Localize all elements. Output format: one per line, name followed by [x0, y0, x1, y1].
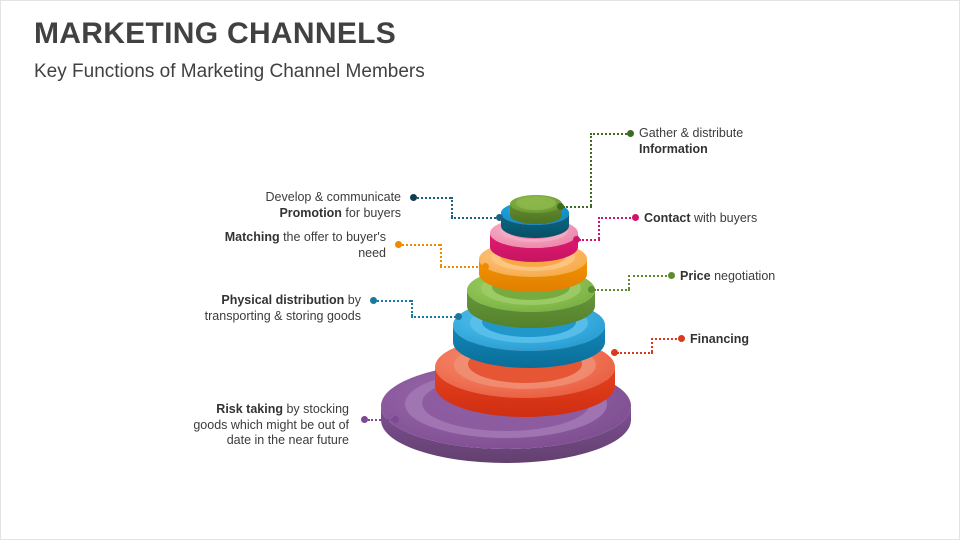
callout-matching-line2: need	[358, 245, 386, 260]
callout-physical-anchor-dot	[455, 313, 462, 320]
callout-matching-anchor-dot	[482, 263, 489, 270]
callout-promotion-bold: Promotion	[279, 205, 342, 220]
callout-information-line2: Information	[639, 141, 708, 156]
callout-information-label-dot	[627, 130, 634, 137]
page-title: MARKETING CHANNELS	[34, 17, 397, 50]
callout-price-line-bottom	[594, 289, 630, 291]
callout-financing-line-vert	[651, 338, 653, 352]
callout-information-line1: Gather & distribute	[639, 126, 744, 140]
callout-contact-label-dot	[632, 214, 639, 221]
callout-contact-line-bottom	[579, 239, 600, 241]
callout-physical-bold: Physical distribution	[221, 293, 345, 307]
callout-promotion-label-dot	[410, 194, 417, 201]
callout-matching-line-vert	[440, 244, 442, 266]
callout-risk-line2: goods which might be out of	[193, 417, 349, 432]
callout-promotion-line-vert	[451, 197, 453, 217]
callout-promotion-label: Develop & communicate Promotion for buye…	[216, 190, 401, 221]
callout-financing-line-top	[651, 338, 681, 340]
callout-risk-label-dot	[361, 416, 368, 423]
callout-financing-label-dot	[678, 335, 685, 342]
callout-physical-line-bottom	[411, 316, 459, 318]
callout-promotion-line1: Develop & communicate	[265, 190, 401, 204]
callout-matching-bold: Matching	[224, 230, 280, 244]
callout-physical-line2: transporting & storing goods	[204, 308, 361, 323]
callout-risk-anchor-dot	[392, 416, 399, 423]
callout-promotion-line-top	[417, 197, 451, 199]
callout-contact-anchor-dot	[573, 236, 580, 243]
callout-information-line-bottom	[563, 206, 592, 208]
callout-physical-line-vert	[411, 300, 413, 316]
page-subtitle: Key Functions of Marketing Channel Membe…	[34, 61, 425, 82]
callout-promotion-line-bottom	[451, 217, 500, 219]
callout-price-anchor-dot	[588, 286, 595, 293]
callout-financing-label: Financing	[690, 332, 840, 348]
callout-price-line-top	[628, 275, 671, 277]
callout-matching-line-bottom	[440, 266, 486, 268]
callout-price-negotiation-label: Price negotiation	[680, 269, 860, 285]
callout-matching-line1-rest: the offer to buyer's	[279, 230, 386, 244]
callout-matching-line-top	[402, 244, 440, 246]
callout-contact-line-vert	[598, 217, 600, 239]
callout-information-line-vert	[590, 133, 592, 206]
callout-financing-line-bottom	[617, 352, 653, 354]
callout-price-line-vert	[628, 275, 630, 289]
callout-promotion-line2-rest: for buyers	[341, 205, 401, 220]
callout-risk-line1-rest: by stocking	[282, 402, 349, 416]
callout-risk-taking-label: Risk taking by stocking goods which migh…	[177, 402, 349, 449]
callout-risk-line3: date in the near future	[226, 433, 349, 447]
callout-risk-line	[368, 419, 396, 421]
callout-price-bold: Price	[680, 269, 711, 283]
callout-promotion-anchor-dot	[496, 214, 503, 221]
callout-contact-line-top	[598, 217, 635, 219]
callout-risk-bold: Risk taking	[216, 402, 283, 416]
callout-information-label: Gather & distribute Information	[639, 126, 799, 157]
callout-price-rest: negotiation	[710, 269, 776, 283]
callout-contact-label: Contact with buyers	[644, 211, 814, 227]
callout-matching-label: Matching the offer to buyer's need	[201, 230, 386, 261]
callout-physical-label-dot	[370, 297, 377, 304]
callout-financing-anchor-dot	[611, 349, 618, 356]
callout-information-line-top	[590, 133, 630, 135]
callout-physical-line-top	[377, 300, 411, 302]
callout-physical-line1-rest: by	[344, 293, 361, 307]
disc-layer-information	[510, 195, 562, 224]
callout-contact-bold: Contact	[644, 211, 691, 225]
callout-information-anchor-dot	[557, 203, 564, 210]
callout-financing-bold: Financing	[690, 332, 750, 346]
callout-price-label-dot	[668, 272, 675, 279]
callout-physical-distribution-label: Physical distribution by transporting & …	[171, 293, 361, 324]
callout-matching-label-dot	[395, 241, 402, 248]
callout-contact-rest: with buyers	[690, 211, 758, 225]
